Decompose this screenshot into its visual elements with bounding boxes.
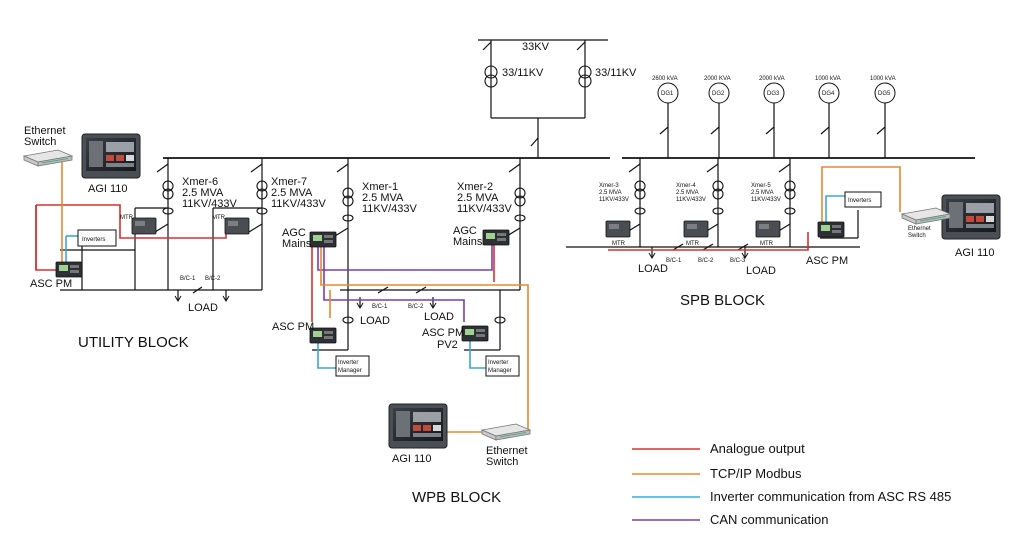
spb-mtr1-label: MTR [612, 241, 626, 247]
wpb-agi-label: AGI 110 [392, 453, 432, 465]
wpb-asc2-line1: ASC PM [422, 327, 464, 339]
spb-bc3-label: B/C-3 [730, 258, 746, 264]
wiring [60, 39, 975, 351]
wpb-load1-label: LOAD [360, 315, 390, 327]
spb-bc2-label: B/C-2 [698, 258, 714, 264]
utility-load-label: LOAD [188, 302, 218, 314]
utility-inverters-label: Inverters [82, 237, 105, 243]
utility-agi-label: AGI 110 [88, 183, 128, 195]
xmer4-rating: 2.5 MVA [676, 190, 699, 196]
inverter-boxes [77, 191, 882, 377]
xmer2-voltage: 11KV/433V [457, 203, 513, 215]
xmer1-voltage: 11KV/433V [362, 203, 418, 215]
spb-load2-label: LOAD [746, 265, 776, 277]
xmer3-voltage: 11KV/433V [599, 197, 629, 203]
spb-load1-label: LOAD [638, 263, 668, 275]
xmer3-name: Xmer-3 [599, 183, 619, 189]
xmer6-name: Xmer-6 [182, 176, 218, 188]
grid-voltage-label: 33KV [522, 41, 550, 53]
agc2-line1: AGC [453, 225, 477, 237]
wpb-inv2-line1: Inverter [488, 360, 508, 366]
tx-left-label: 33/11KV [502, 67, 544, 79]
wpb-inv1-line2: Manager [338, 368, 362, 374]
wpb-bc2-label: B/C-2 [408, 304, 424, 310]
xmer7-voltage: 11KV/433V [271, 198, 327, 210]
xmer5-name: Xmer-5 [751, 183, 771, 189]
xmer6-rating: 2.5 MVA [182, 187, 224, 199]
legend-tcp: TCP/IP Modbus [710, 466, 802, 481]
spb-ethernet-line2: Switch [908, 233, 926, 239]
spb-block-title: SPB BLOCK [680, 292, 765, 309]
wpb-inv2-line2: Manager [488, 368, 512, 374]
dg3-name: DG3 [767, 91, 780, 97]
load-arrows [174, 252, 749, 309]
dg5-name: DG5 [878, 91, 891, 97]
spb-mtr3-label: MTR [760, 241, 774, 247]
tx-right-label: 33/11KV [595, 67, 637, 79]
wpb-ethernet-line2: Switch [486, 456, 518, 468]
xmer2-rating: 2.5 MVA [457, 192, 499, 204]
xmer1-name: Xmer-1 [362, 181, 398, 193]
dg1-rating: 2600 kVA [652, 76, 678, 82]
wpb-bc1-label: B/C-1 [372, 304, 388, 310]
xmer3-rating: 2.5 MVA [599, 190, 622, 196]
comm-lines [35, 160, 901, 433]
utility-mtr2-label: MTR [212, 215, 226, 221]
xmer4-voltage: 11KV/433V [676, 197, 706, 203]
dg4-name: DG4 [822, 91, 835, 97]
wpb-asc1-label: ASC PM [272, 321, 314, 333]
xmer6-voltage: 11KV/433V [182, 198, 238, 210]
utility-block-title: UTILITY BLOCK [78, 334, 189, 351]
utility-asc-label: ASC PM [30, 278, 72, 290]
wpb-block-title: WPB BLOCK [412, 489, 501, 506]
agc2-line2: Mains [453, 236, 483, 248]
spb-mtr2-label: MTR [686, 241, 700, 247]
legend-rs485: Inverter communication from ASC RS 485 [710, 489, 951, 504]
spb-agi-label: AGI 110 [955, 247, 995, 259]
utility-bc1-label: B/C-1 [180, 276, 196, 282]
spb-bc1-label: B/C-1 [666, 258, 682, 264]
wpb-inv1-line1: Inverter [338, 360, 358, 366]
wpb-ethernet-line1: Ethernet [486, 445, 528, 457]
legend-can: CAN communication [710, 512, 829, 527]
spb-inverters-label: Inverters [848, 198, 871, 204]
agc1-line1: AGC [282, 227, 306, 239]
dg3-rating: 2000 kVA [759, 76, 785, 82]
xmer1-rating: 2.5 MVA [362, 192, 404, 204]
utility-mtr1-label: MTR [120, 215, 134, 221]
generator-circles [657, 82, 896, 104]
dg4-rating: 1000 kVA [815, 76, 841, 82]
dg2-rating: 2000 KVA [704, 76, 731, 82]
wpb-asc2-line2: PV2 [437, 339, 458, 351]
dg1-name: DG1 [661, 91, 674, 97]
utility-bc2-label: B/C-2 [205, 276, 221, 282]
agc1-line2: Mains [282, 238, 312, 250]
legend-analogue: Analogue output [710, 441, 805, 456]
controllers [55, 217, 845, 344]
legend-lines [632, 448, 700, 521]
xmer2-name: Xmer-2 [457, 181, 493, 193]
transformers [162, 65, 796, 324]
utility-ethernet-line2: Switch [24, 136, 56, 148]
dg2-name: DG2 [712, 91, 725, 97]
spb-asc-label: ASC PM [806, 255, 848, 267]
utility-ethernet-line1: Ethernet [24, 125, 66, 137]
xmer4-name: Xmer-4 [676, 183, 696, 189]
wpb-load2-label: LOAD [424, 311, 454, 323]
spb-ethernet-line1: Ethernet [908, 226, 931, 232]
xmer7-name: Xmer-7 [271, 176, 307, 188]
xmer5-rating: 2.5 MVA [751, 190, 774, 196]
xmer5-voltage: 11KV/433V [751, 197, 781, 203]
dg5-rating: 1000 kVA [870, 76, 896, 82]
xmer7-rating: 2.5 MVA [271, 187, 313, 199]
